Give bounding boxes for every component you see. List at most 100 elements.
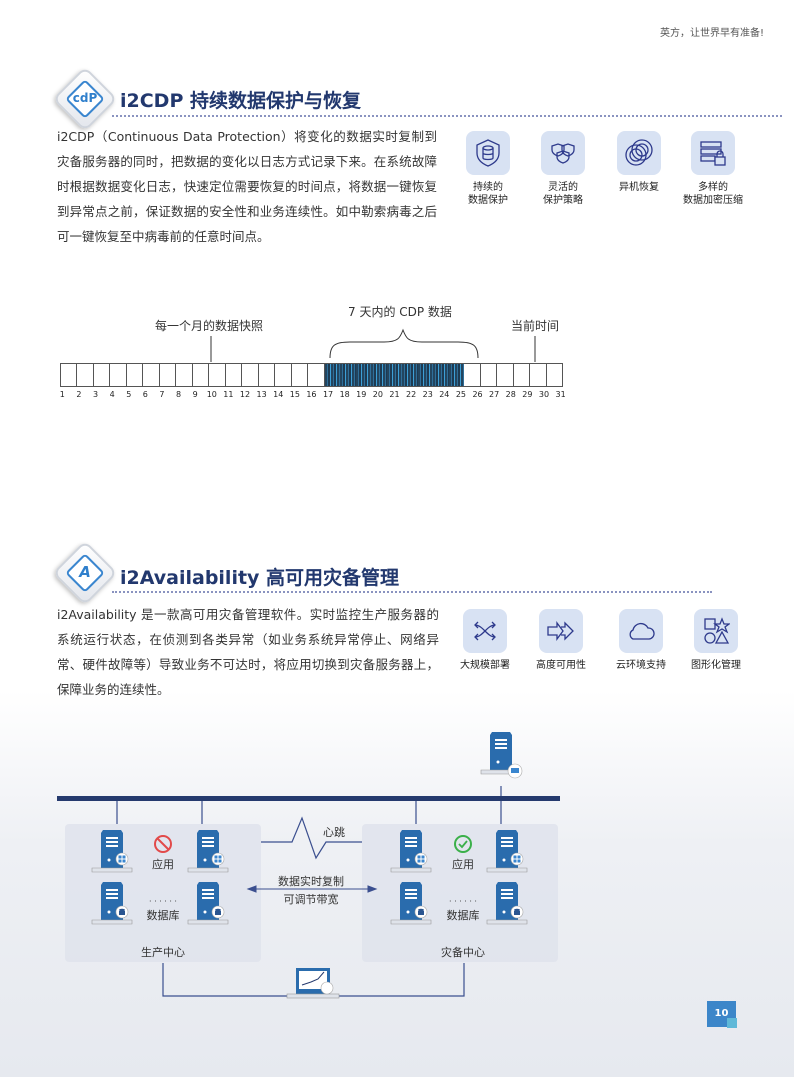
feature-cloud: 云环境支持 [611, 609, 671, 672]
double-arrow-icon [539, 609, 583, 653]
day-number: 21 [389, 390, 400, 399]
day-number: 10 [206, 390, 217, 399]
blocked-icon [154, 835, 172, 853]
snapshot-label: 每一个月的数据快照 [155, 319, 264, 333]
prod-db-label: 数据库 [147, 908, 180, 922]
feature-label: 多样的 [698, 182, 728, 193]
triple-shield-icon [541, 131, 585, 175]
timeline-cell [480, 364, 498, 386]
timeline-cell [258, 364, 276, 386]
feature-label: 数据加密压缩 [683, 195, 743, 206]
feature-encryption-compression: 多样的数据加密压缩 [683, 131, 743, 207]
ha-architecture-diagram: 心跳 应用 应用 · · · · · · · · · · · · 数据库 数据库… [57, 731, 560, 999]
timeline-cell [355, 364, 372, 386]
timeline-cell [61, 364, 78, 386]
server-lock-icon [691, 131, 735, 175]
timeline-cell [324, 364, 341, 386]
feature-remote-recovery: 异机恢复 [609, 131, 669, 194]
current-time-label: 当前时间 [511, 319, 560, 333]
timeline-cell [159, 364, 177, 386]
day-number: 14 [273, 390, 284, 399]
timeline-cell [371, 364, 387, 386]
day-number: 27 [489, 390, 500, 399]
timeline-cell [402, 364, 418, 386]
timeline-cell [464, 364, 481, 386]
day-number: 22 [406, 390, 417, 399]
disaster-center-label: 灾备中心 [441, 945, 485, 959]
day-number: 7 [159, 390, 165, 399]
day-number: 26 [472, 390, 483, 399]
day-number: 1 [59, 390, 65, 399]
timeline-cell [386, 364, 403, 386]
shapes-icon [694, 609, 738, 653]
timeline-cell [513, 364, 531, 386]
prod-db-dots: · · · · · · [149, 897, 177, 906]
cdp-title: i2CDP 持续数据保护与恢复 [120, 90, 361, 112]
feature-label: 高度可用性 [536, 660, 586, 671]
timeline-cell [275, 364, 292, 386]
divider [112, 115, 782, 117]
timeline-bar [60, 363, 563, 387]
timeline-cell [225, 364, 243, 386]
dr-db-label: 数据库 [447, 908, 480, 922]
cdp-logo-text: cdP [72, 91, 98, 105]
day-number: 2 [76, 390, 82, 399]
timeline-cell [192, 364, 210, 386]
feature-label: 云环境支持 [616, 660, 666, 671]
feature-label: 异机恢复 [619, 182, 659, 193]
check-icon [454, 835, 472, 853]
ha-logo-text: A [79, 563, 91, 581]
monitor-console [286, 968, 340, 999]
page-number-accent [727, 1018, 737, 1028]
shuffle-arrows-icon [463, 609, 507, 653]
production-center-label: 生产中心 [141, 945, 185, 959]
timeline-cell [93, 364, 111, 386]
heartbeat-line [261, 816, 362, 860]
timeline-markers [210, 328, 536, 362]
prod-app-label: 应用 [152, 857, 174, 871]
cdp-brace [329, 328, 479, 359]
ha-title: i2Availability 高可用灾备管理 [120, 567, 400, 589]
feature-high-availability: 高度可用性 [531, 609, 591, 672]
replication-label: 数据实时复制 [278, 874, 344, 888]
timeline-cell [448, 364, 465, 386]
day-number: 23 [422, 390, 433, 399]
day-number: 15 [289, 390, 300, 399]
timeline-cell [143, 364, 160, 386]
timeline-cell [176, 364, 193, 386]
timeline-cell [530, 364, 547, 386]
day-number: 25 [455, 390, 467, 399]
heartbeat-label: 心跳 [323, 825, 345, 839]
timeline-cell [126, 364, 144, 386]
day-number: 28 [505, 390, 516, 399]
day-number: 9 [192, 390, 198, 399]
rings-icon [617, 131, 661, 175]
timeline-cell [417, 364, 434, 386]
feature-label: 灵活的 [548, 182, 578, 193]
day-number: 16 [306, 390, 317, 399]
timeline-cell [110, 364, 127, 386]
cdp-description: i2CDP（Continuous Data Protection）将变化的数据实… [57, 129, 437, 244]
feature-large-scale: 大规模部署 [455, 609, 515, 672]
feature-continuous-protection: 持续的数据保护 [458, 131, 518, 207]
timeline-cell [209, 364, 226, 386]
divider [112, 591, 712, 593]
shield-database-icon [466, 131, 510, 175]
timeline-cell [497, 364, 514, 386]
timeline-cell [291, 364, 309, 386]
day-number: 6 [142, 390, 148, 399]
day-number: 30 [538, 390, 550, 399]
day-number: 13 [256, 390, 267, 399]
day-number: 3 [92, 390, 99, 399]
day-number: 18 [339, 390, 350, 399]
timeline-cell [433, 364, 449, 386]
network-bus [57, 796, 560, 801]
day-number: 4 [109, 390, 115, 399]
day-number: 17 [322, 390, 334, 399]
day-number: 29 [522, 390, 533, 399]
day-number: 31 [555, 390, 566, 399]
feature-label: 持续的 [473, 182, 503, 193]
day-number: 19 [356, 390, 367, 399]
feature-flexible-policy: 灵活的保护策略 [533, 131, 593, 207]
